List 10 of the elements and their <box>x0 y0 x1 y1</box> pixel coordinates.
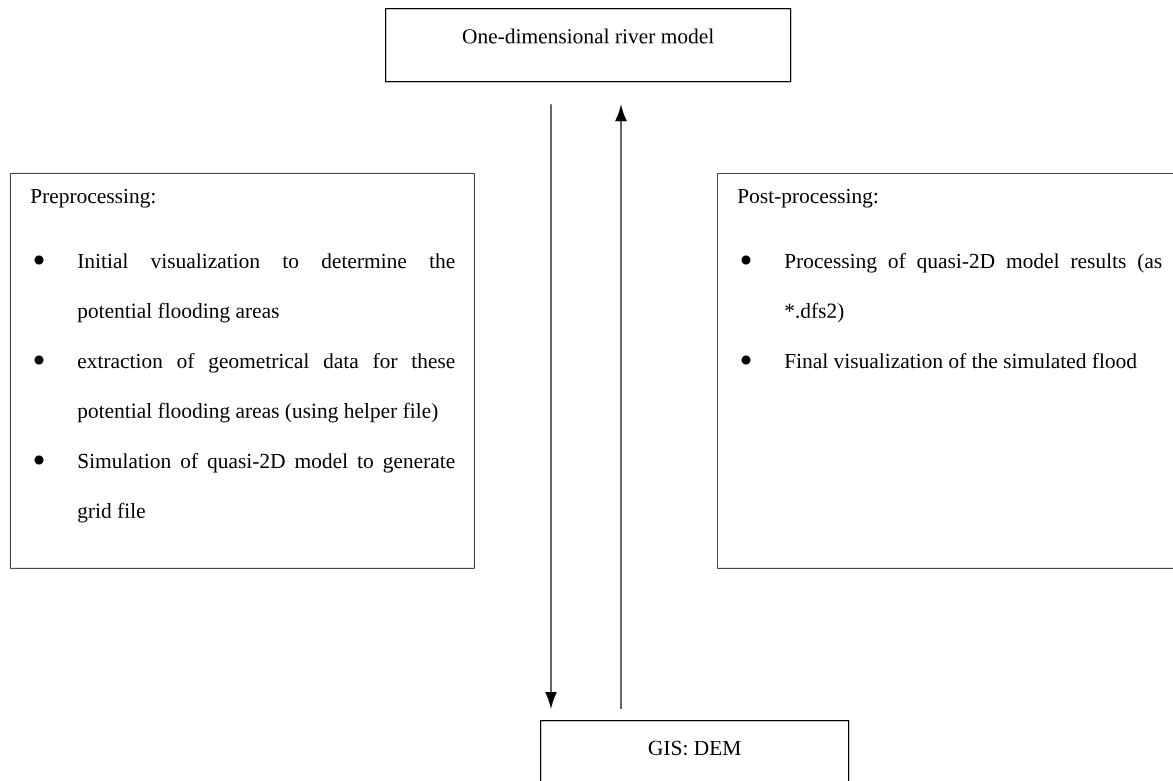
box-label: One-dimensional river model <box>462 28 714 44</box>
bullet-item: Processing of quasi-2D model results (as *.dfs2) <box>741 252 1162 323</box>
arrow <box>545 103 557 707</box>
arrow <box>615 106 627 710</box>
panel-heading: Post-processing: <box>737 188 878 208</box>
panel-heading: Preprocessing: <box>30 188 155 208</box>
bullet-item: Simulation of quasi-2D model to generate grid file <box>34 452 455 523</box>
bullet-item: Final visualization of the simulated flood <box>741 352 1137 369</box>
bullet-item: extraction of geometrical data for these potential flooding areas (using helper file) <box>34 352 455 423</box>
box-label: GIS: DEM <box>648 740 741 756</box>
